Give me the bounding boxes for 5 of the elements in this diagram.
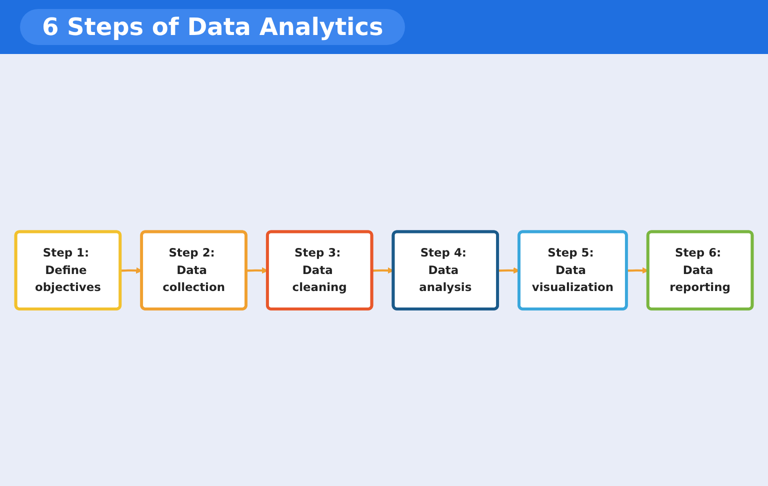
diagram-title: 6 Steps of Data Analytics [20, 9, 406, 45]
arrow [372, 267, 394, 274]
arrow [120, 267, 142, 274]
arrow [626, 267, 648, 274]
arrow [498, 267, 520, 274]
